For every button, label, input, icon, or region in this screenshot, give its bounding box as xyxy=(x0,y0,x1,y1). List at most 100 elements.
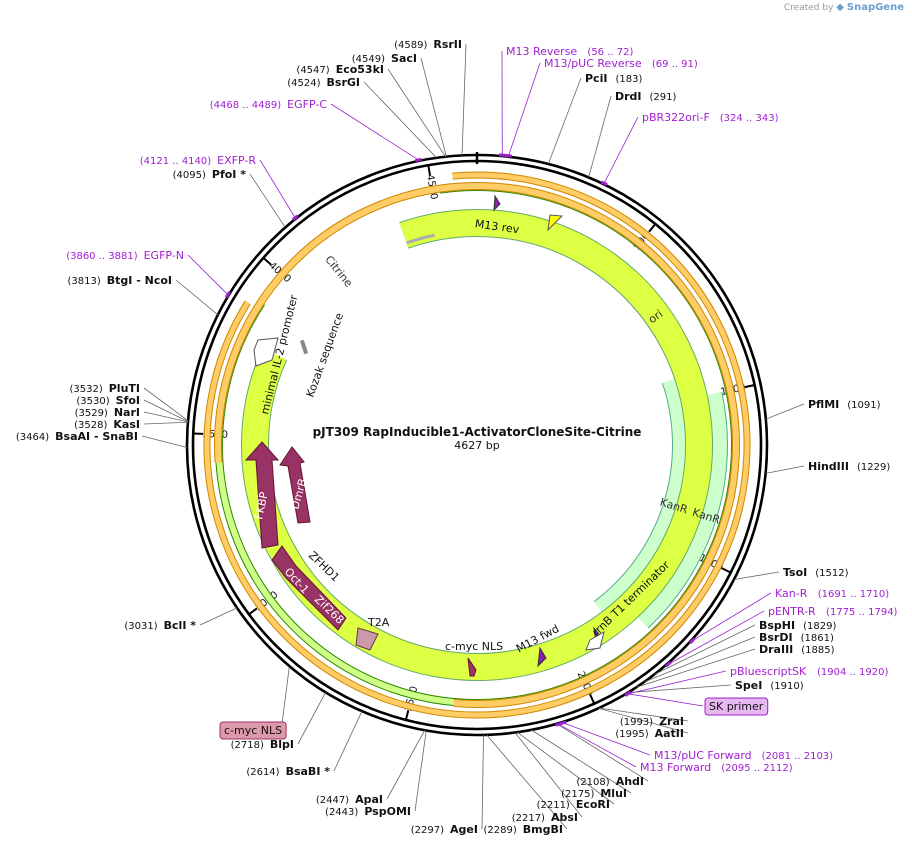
site-bsabi[interactable]: BsaBI *(2614) xyxy=(246,765,330,778)
site-zrai[interactable]: ZraI(1993) xyxy=(620,715,684,728)
site-position: (3464) xyxy=(16,432,49,443)
primer-range: (2095 .. 2112) xyxy=(721,763,793,774)
site-agei[interactable]: AgeI(2297) xyxy=(411,823,478,836)
site-nari[interactable]: NarI(3529) xyxy=(75,406,140,419)
primer-site-mark xyxy=(415,157,422,163)
site-bsrdi[interactable]: BsrDI(1861) xyxy=(759,631,834,644)
site-leader-eco53ki xyxy=(387,68,446,157)
site-saci[interactable]: SacI(4549) xyxy=(352,52,417,65)
primer-kan-r[interactable]: Kan-R(1691 .. 1710) xyxy=(689,587,889,645)
site-ecori[interactable]: EcoRI(2211) xyxy=(537,798,610,811)
site-leader-drdi xyxy=(588,95,612,178)
site-drdi[interactable]: DrdI(291) xyxy=(615,90,677,103)
primer-name: pENTR-R xyxy=(768,605,816,618)
primer-leader xyxy=(563,722,651,756)
site-leader-lines xyxy=(141,43,805,830)
site-position: (4095) xyxy=(173,170,206,181)
site-name: PflMI xyxy=(808,398,839,411)
site-hindiii[interactable]: HindIII(1229) xyxy=(808,460,890,473)
primer-leader xyxy=(692,592,772,642)
site-name: PfoI * xyxy=(212,168,246,181)
primer-pbr322ori-f[interactable]: pBR322ori-F(324 .. 343) xyxy=(600,111,779,186)
site-position: (1910) xyxy=(770,681,803,692)
site-bsphi[interactable]: BspHI(1829) xyxy=(759,619,836,632)
site-mlui[interactable]: MluI(2175) xyxy=(561,787,627,800)
site-pfoi[interactable]: PfoI * (4095) xyxy=(173,168,247,181)
primer-leader xyxy=(259,159,296,219)
primer-leader xyxy=(558,723,637,768)
site-leader-pluti xyxy=(143,387,189,422)
primer-leader xyxy=(603,116,639,184)
plasmid-length: 4627 bp xyxy=(454,439,499,452)
site-eco53ki[interactable]: Eco53kI(4547) xyxy=(296,63,384,76)
primer-site-mark xyxy=(555,721,563,727)
primer-egfp-n[interactable]: EGFP-N(3860 .. 3881) xyxy=(66,249,231,299)
site-name: AbsI xyxy=(551,811,578,824)
primer-site-mark xyxy=(664,660,672,668)
site-blpi[interactable]: BlpI(2718) xyxy=(231,738,294,751)
site-leader-bmgbi xyxy=(486,734,568,830)
site-bcli[interactable]: BclI *(3031) xyxy=(124,619,196,632)
primer-site-mark xyxy=(624,690,632,697)
site-leader-spei xyxy=(628,684,732,693)
kozak-mark xyxy=(299,339,309,355)
primer-leader xyxy=(330,103,419,161)
kozak-label: Kozak sequence xyxy=(304,311,347,399)
site-ahdi[interactable]: AhdI(2108) xyxy=(576,775,644,788)
site-pflmi[interactable]: PflMI(1091) xyxy=(808,398,881,411)
site-bsrgi[interactable]: BsrGI(4524) xyxy=(287,76,360,89)
primer-egfp-c[interactable]: EGFP-C(4468 .. 4489) xyxy=(210,98,422,163)
primer-m13-reverse[interactable]: M13 Reverse(56 .. 72) xyxy=(498,45,633,157)
primer-m13-puc-forward[interactable]: M13/pUC Forward(2081 .. 2103) xyxy=(559,720,833,762)
site-kasi[interactable]: KasI(3528) xyxy=(74,418,140,431)
site-tsoi[interactable]: TsoI(1512) xyxy=(783,566,849,579)
t2a-label: T2A xyxy=(367,616,390,629)
kanr-inner-body xyxy=(594,376,693,618)
primer-site-mark xyxy=(224,291,231,299)
site-position: (2217) xyxy=(512,813,545,824)
site-spei[interactable]: SpeI(1910) xyxy=(735,679,804,692)
oct1-arrow xyxy=(271,545,347,631)
site-drai[interactable]: DraIII(1885) xyxy=(759,643,835,656)
primer-exfp-r[interactable]: EXFP-R(4121 .. 4140) xyxy=(140,154,299,221)
primer-pentr-r[interactable]: pENTR-R (1775 .. 1794) xyxy=(664,605,898,668)
site-rsrii[interactable]: RsrII(4589) xyxy=(394,38,462,51)
site-btgi-ncoi[interactable]: BtgI - NcoI(3813) xyxy=(68,274,172,287)
cmyc-nls-outer-label[interactable]: c-myc NLS xyxy=(219,667,290,740)
site-sfoi[interactable]: SfoI(3530) xyxy=(76,394,140,407)
site-leader-blpi xyxy=(297,692,326,745)
site-leader-drai xyxy=(636,648,756,688)
site-position: (1995) xyxy=(615,729,648,740)
primer-m13-forward[interactable]: M13 Forward(2095 .. 2112) xyxy=(555,721,793,774)
primer-name: EXFP-R xyxy=(217,154,256,167)
primer-range: (1775 .. 1794) xyxy=(826,607,898,618)
primer-name: pBR322ori-F xyxy=(642,111,710,124)
site-position: (4547) xyxy=(296,65,329,76)
primer-m13-puc-reverse[interactable]: M13/pUC Reverse(69 .. 91) xyxy=(505,57,698,158)
site-aatii[interactable]: AatII(1995) xyxy=(615,727,684,740)
site-leader-rsrii xyxy=(461,43,467,156)
dmrb-arrow xyxy=(279,446,311,524)
site-pcii[interactable]: PciI(183) xyxy=(585,72,642,85)
site-bsaai-snabi[interactable]: BsaAI - SnaBI(3464) xyxy=(16,430,138,443)
tick-mark xyxy=(589,694,596,705)
primer-name: M13/pUC Forward xyxy=(654,749,752,762)
site-leader-agei xyxy=(481,734,484,830)
site-position: (291) xyxy=(650,92,677,103)
primer-leader xyxy=(508,62,541,156)
site-position: (3528) xyxy=(74,420,107,431)
site-leader-bsabi xyxy=(333,711,363,772)
primer-sk-primer[interactable]: SK primer xyxy=(624,690,769,716)
site-absi[interactable]: AbsI (2217) xyxy=(512,811,578,824)
site-apai[interactable]: ApaI(2447) xyxy=(316,793,383,806)
site-leader-zrai xyxy=(599,707,689,722)
primer-leader xyxy=(187,254,229,295)
site-bmgbi[interactable]: BmgBI(2289) xyxy=(484,823,563,836)
site-name: ApaI xyxy=(355,793,383,806)
fkbp-arrow xyxy=(244,441,280,549)
primer-name: M13 Reverse xyxy=(506,45,577,58)
site-position: (2175) xyxy=(561,789,594,800)
site-pluti[interactable]: PluTI(3532) xyxy=(69,382,140,395)
site-leader-bsrgi xyxy=(363,81,437,159)
site-pspomi[interactable]: PspOMI(2443) xyxy=(325,805,411,818)
